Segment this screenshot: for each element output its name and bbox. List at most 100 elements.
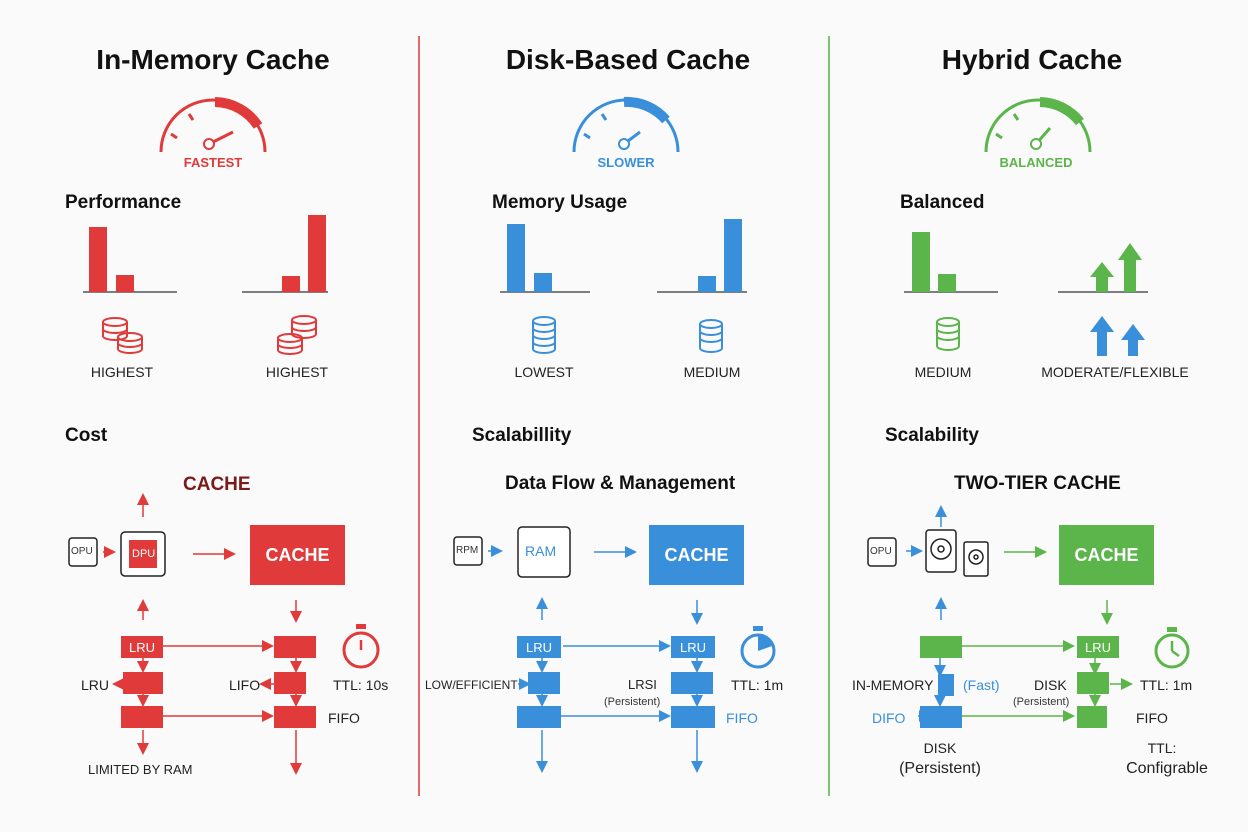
diagram-title: CACHE: [183, 474, 251, 495]
stopwatch-icon: [342, 624, 380, 669]
gauge-label: FASTEST: [183, 155, 243, 170]
queue-box: [528, 672, 560, 694]
chip-label: RAM: [525, 543, 557, 559]
database-icon: [936, 316, 1145, 356]
queue-box: [274, 672, 306, 694]
footer-label: LIMITED BY RAM: [88, 762, 193, 777]
policy-sublabel: (Persistent): [604, 696, 661, 708]
column-divider-2: [828, 36, 830, 796]
chip-label: DPU: [132, 548, 156, 560]
database-icon: [532, 316, 723, 354]
queue-box: [1077, 706, 1107, 728]
footer-sublabel: Configrable: [1126, 760, 1208, 777]
bar: [912, 232, 930, 292]
lru-box: LRU: [121, 636, 163, 658]
section-heading: Scalabillity: [472, 425, 572, 446]
speed-gauge-icon: [984, 97, 1092, 153]
tier-sublabel: (Fast): [963, 677, 1000, 693]
bar-chart-1: [83, 215, 328, 293]
stopwatch-icon: [740, 626, 776, 669]
cache-box: CACHE: [250, 525, 345, 585]
icon-label-1: LOWEST: [514, 364, 574, 380]
icon-label-2: MEDIUM: [683, 364, 741, 380]
policy-label: LRU: [81, 677, 110, 693]
bar: [724, 219, 742, 292]
gauge-label: BALANCED: [999, 155, 1073, 170]
chip-label: RPM: [456, 545, 479, 556]
policy-label: FIFO: [726, 710, 758, 726]
queue-box: [121, 706, 163, 728]
ttl-label: TTL: 10s: [333, 677, 389, 693]
bar: [308, 215, 326, 292]
section-heading: Scalability: [885, 425, 979, 446]
queue-box: [517, 706, 561, 728]
bar: [698, 276, 716, 292]
in-memory-column: In-Memory Cache FASTEST Performance HIGH…: [5, 0, 421, 832]
ttl-label: TTL: 1m: [731, 677, 784, 693]
ttl-label: TTL: 1m: [1140, 677, 1193, 693]
coins-icon: [102, 315, 317, 355]
metric-heading: Memory Usage: [492, 192, 628, 213]
policy-label: FIFO: [328, 710, 360, 726]
diagram-title: TWO-TIER CACHE: [954, 473, 1121, 494]
column-title: Hybrid Cache: [941, 44, 1123, 75]
footer-sublabel: (Persistent): [899, 760, 981, 777]
policy-label: LOW/EFFICIENT: [425, 678, 518, 692]
queue-box: [920, 636, 962, 658]
footer-label: TTL:: [1147, 740, 1177, 756]
bar: [116, 275, 134, 292]
column-title: In-Memory Cache: [96, 44, 330, 75]
flow-arrows: [867, 505, 1133, 722]
lru-box: LRU: [517, 636, 561, 658]
queue-box: [123, 672, 163, 694]
icon-label-2: MODERATE/FLEXIBLE: [1041, 364, 1189, 380]
hybrid-column: Hybrid Cache BALANCED Balanced MEDIUM: [832, 0, 1248, 832]
disk-based-column: Disk-Based Cache SLOWER Memory Usage LOW…: [420, 0, 836, 832]
policy-label: FIFO: [1136, 710, 1168, 726]
lru-box: LRU: [1077, 636, 1119, 658]
speed-gauge-icon: [572, 96, 680, 153]
chip-label: OPU: [71, 546, 93, 557]
queue-box: [1077, 672, 1109, 694]
cache-box: CACHE: [1059, 525, 1154, 585]
arrow-bar: [1096, 276, 1108, 292]
cache-box: CACHE: [649, 525, 744, 585]
column-title: Disk-Based Cache: [505, 44, 751, 75]
policy-label: LRSI: [628, 677, 657, 692]
bar: [534, 273, 552, 292]
icon-label-2: HIGHEST: [265, 364, 329, 380]
footer-label: DISK: [923, 740, 957, 756]
icon-label-1: HIGHEST: [90, 364, 154, 380]
bar: [938, 274, 956, 292]
gauge-label: SLOWER: [597, 155, 655, 170]
policy-label: DIFO: [872, 710, 906, 726]
queue-box: [671, 672, 713, 694]
queue-box: [920, 706, 962, 728]
queue-box: [274, 636, 316, 658]
flow-arrows: [68, 493, 302, 775]
tier-sublabel: (Persistent): [1013, 696, 1070, 708]
queue-box: [938, 674, 954, 696]
chip-label: OPU: [870, 546, 892, 557]
icon-label-1: MEDIUM: [914, 364, 972, 380]
flow-arrows: [453, 526, 703, 773]
tier-label: DISK: [1034, 677, 1067, 693]
metric-heading: Balanced: [900, 192, 985, 213]
lru-box: LRU: [671, 636, 715, 658]
bar: [507, 224, 525, 292]
stopwatch-icon: [1154, 627, 1190, 669]
bar-chart-2: [500, 219, 747, 293]
metric-heading: Performance: [65, 192, 182, 213]
tier-label: IN-MEMORY: [852, 677, 934, 693]
arrow-bar: [1124, 258, 1136, 292]
queue-box: [274, 706, 316, 728]
column-divider-1: [418, 36, 420, 796]
section-heading: Cost: [65, 425, 108, 446]
queue-box: [671, 706, 715, 728]
speed-gauge-icon: [159, 97, 267, 153]
policy-label: LIFO: [229, 677, 261, 693]
bar: [89, 227, 107, 292]
bar: [282, 276, 300, 292]
diagram-title: Data Flow & Management: [505, 473, 736, 494]
bar-chart-3: [904, 232, 1148, 293]
